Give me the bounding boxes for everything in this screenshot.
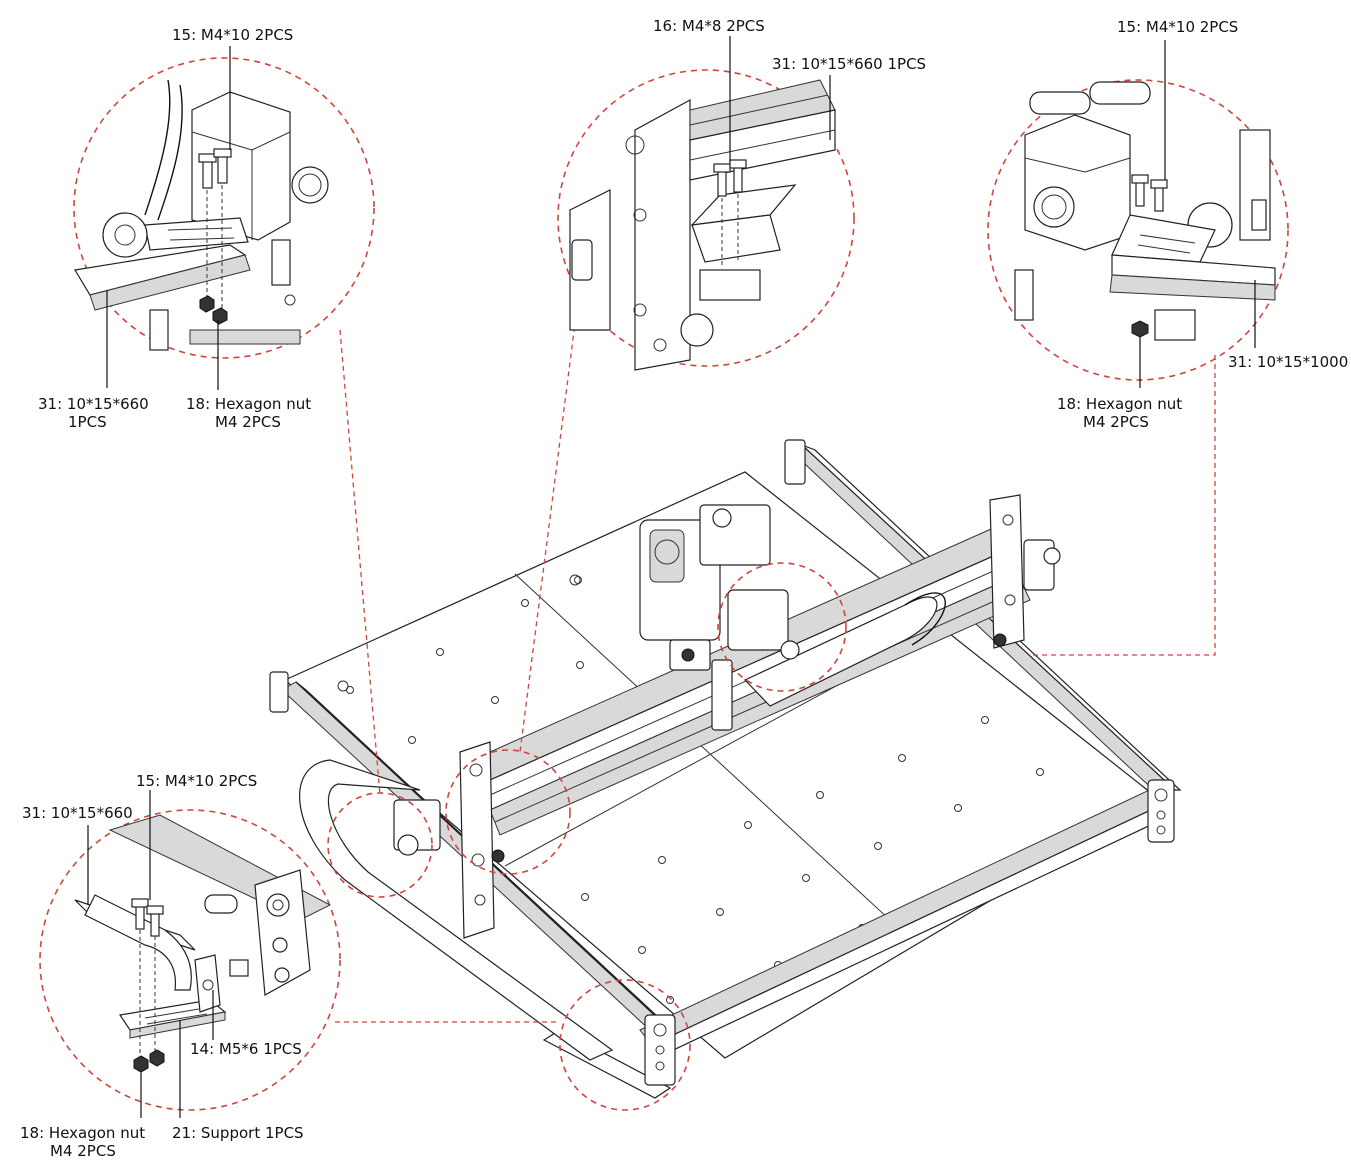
detail-top-center — [569, 79, 836, 371]
label-tr-nut: 18: Hexagon nut — [1057, 395, 1182, 413]
label-tr-rail: 31: 10*15*1000 — [1228, 353, 1348, 371]
label-bl-nut: 18: Hexagon nut — [20, 1124, 145, 1142]
label-tc-rail: 31: 10*15*660 1PCS — [772, 55, 926, 73]
label-bl-bolt: 14: M5*6 1PCS — [190, 1040, 302, 1058]
pointer-lines — [87, 36, 1256, 1118]
label-tl-nut-qty: M4 2PCS — [215, 413, 281, 431]
label-tc-screw: 16: M4*8 2PCS — [653, 17, 765, 35]
label-tl-screw: 15: M4*10 2PCS — [172, 26, 293, 44]
machine-assembly — [269, 439, 1182, 1099]
detail-top-left — [74, 79, 329, 351]
label-bl-screw: 15: M4*10 2PCS — [136, 772, 257, 790]
detail-bottom-left — [74, 814, 332, 1073]
callout-markers — [39, 57, 1289, 1111]
label-bl-rail: 31: 10*15*660 — [22, 804, 133, 822]
label-bl-nut-qty: M4 2PCS — [50, 1142, 116, 1160]
label-tr-screw: 15: M4*10 2PCS — [1117, 18, 1238, 36]
detail-top-right — [1014, 81, 1276, 341]
label-tl-rail: 31: 10*15*660 — [38, 395, 149, 413]
label-tl-rail-qty: 1PCS — [68, 413, 107, 431]
label-bl-support: 21: Support 1PCS — [172, 1124, 304, 1142]
part-labels: 15: M4*10 2PCS 31: 10*15*660 1PCS 18: He… — [20, 17, 1348, 1160]
label-tl-nut: 18: Hexagon nut — [186, 395, 311, 413]
label-tr-nut-qty: M4 2PCS — [1083, 413, 1149, 431]
